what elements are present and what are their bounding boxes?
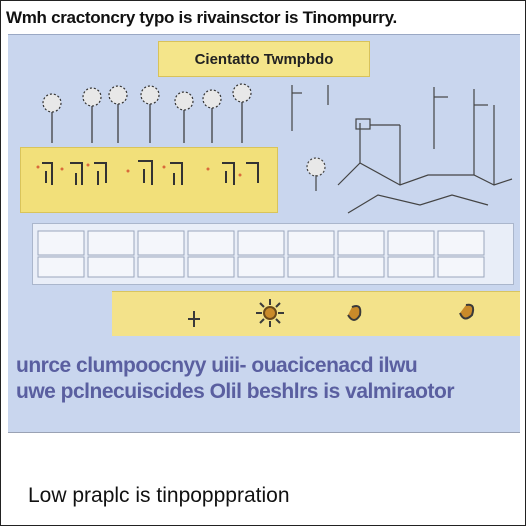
dotted-ball-2 <box>82 87 102 143</box>
diagram-label: Cientatto Twmpbdo <box>158 41 370 77</box>
dotted-ball-4 <box>140 85 160 143</box>
diagram-drawing <box>36 83 513 327</box>
hook-glyph-4 <box>138 160 153 185</box>
band-dots <box>36 163 242 177</box>
footer-caption: Low praplc is tinpopppration <box>28 484 290 507</box>
hook-glyph-3 <box>94 162 107 185</box>
dotted-ball-7 <box>232 83 252 143</box>
diagram-panel: Cientatto Twmpbdo unrce clumpoocnyy uiii… <box>8 34 520 433</box>
body-line-2: uwe pclnecuiscides Olil beshlrs is valmi… <box>16 380 455 403</box>
page-title: Wmh cractoncry typo is rivainsctor is Ti… <box>6 8 397 27</box>
dotted-ball-3 <box>108 85 128 143</box>
body-line-1: unrce clumpoocnyy uiii- ouacicenacd ilwu <box>16 354 418 377</box>
dotted-ball-row <box>42 83 252 143</box>
divider <box>8 432 520 433</box>
glyph-swirl-1 <box>347 305 362 321</box>
hook-glyph-row <box>42 160 259 185</box>
dotted-ball-6 <box>202 89 222 143</box>
hook-glyph-1 <box>42 162 53 185</box>
band-glyphs <box>188 299 475 327</box>
glyph-sunburst <box>256 299 284 327</box>
glyph-cross <box>188 311 200 327</box>
glyph-swirl-2 <box>459 303 475 320</box>
dotted-ball-1 <box>42 93 62 143</box>
lower-highlight-band <box>112 291 520 336</box>
dotted-ball-5 <box>174 91 194 143</box>
hook-glyph-7 <box>246 162 259 183</box>
hook-glyph-2 <box>70 162 83 185</box>
panel-body-text: unrce clumpoocnyy uiii- ouacicenacd ilwu… <box>16 353 516 405</box>
hook-glyph-6 <box>222 162 235 185</box>
pole-structure <box>291 85 513 214</box>
grid-cells <box>37 230 485 278</box>
hook-glyph-5 <box>170 162 183 185</box>
